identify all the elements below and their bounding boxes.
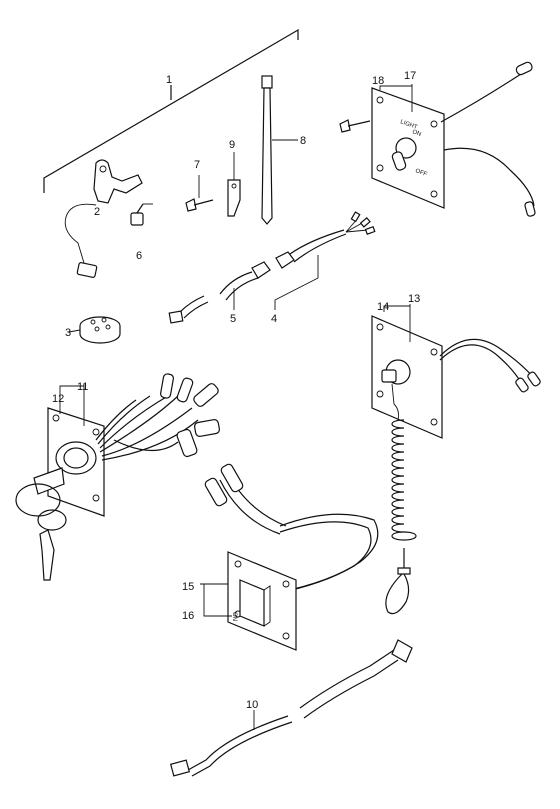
connector-5 bbox=[168, 261, 271, 324]
callout-4: 4 bbox=[271, 313, 277, 325]
callout-3: 3 bbox=[65, 327, 71, 339]
callout-9: 9 bbox=[229, 139, 235, 151]
callout-6: 6 bbox=[136, 250, 142, 262]
item-13-14-leaders bbox=[383, 304, 411, 342]
harness-part-4 bbox=[275, 211, 376, 269]
item-1-group-bracket bbox=[43, 28, 299, 193]
main-switch-11 bbox=[15, 373, 287, 581]
callout-15: 15 bbox=[182, 581, 194, 593]
screw-part-6 bbox=[130, 203, 153, 226]
callout-1: 1 bbox=[166, 74, 172, 86]
callouts: 1 2 3 4 5 6 7 8 9 10 11 12 13 14 15 16 1… bbox=[52, 70, 420, 711]
bracket-part-9 bbox=[227, 152, 241, 217]
off-label: OFF bbox=[414, 168, 428, 178]
stop-on-label: ON bbox=[231, 612, 237, 621]
callout-2: 2 bbox=[94, 206, 100, 218]
light-switch-17: LIGHT ON OFF bbox=[371, 61, 536, 217]
callout-5: 5 bbox=[230, 313, 236, 325]
extension-harness-10 bbox=[169, 639, 413, 777]
callout-17: 17 bbox=[404, 70, 416, 82]
callout-10: 10 bbox=[246, 699, 258, 711]
callout-12: 12 bbox=[52, 393, 64, 405]
cable-tie-part-8 bbox=[261, 75, 298, 225]
callout-16: 16 bbox=[182, 610, 194, 622]
item-11-12-leaders bbox=[59, 384, 85, 426]
callout-11: 11 bbox=[77, 381, 88, 393]
screw-part-18 bbox=[339, 119, 371, 133]
grommet-part-3 bbox=[68, 316, 121, 344]
callout-14: 14 bbox=[377, 301, 389, 313]
clip-part bbox=[64, 159, 143, 278]
stop-switch-13 bbox=[371, 315, 541, 615]
callout-18: 18 bbox=[372, 75, 384, 87]
callout-7: 7 bbox=[194, 159, 200, 171]
light-label: LIGHT bbox=[399, 119, 418, 131]
harness-to-switch bbox=[273, 513, 379, 595]
callout-13: 13 bbox=[408, 293, 420, 305]
switch-plate-15: ON bbox=[200, 551, 297, 651]
item-17-18-leaders bbox=[379, 84, 413, 112]
item-4-5-leaders bbox=[233, 255, 319, 310]
callout-8: 8 bbox=[300, 135, 306, 147]
screw-part-7 bbox=[185, 175, 214, 212]
on-label: ON bbox=[411, 129, 422, 138]
